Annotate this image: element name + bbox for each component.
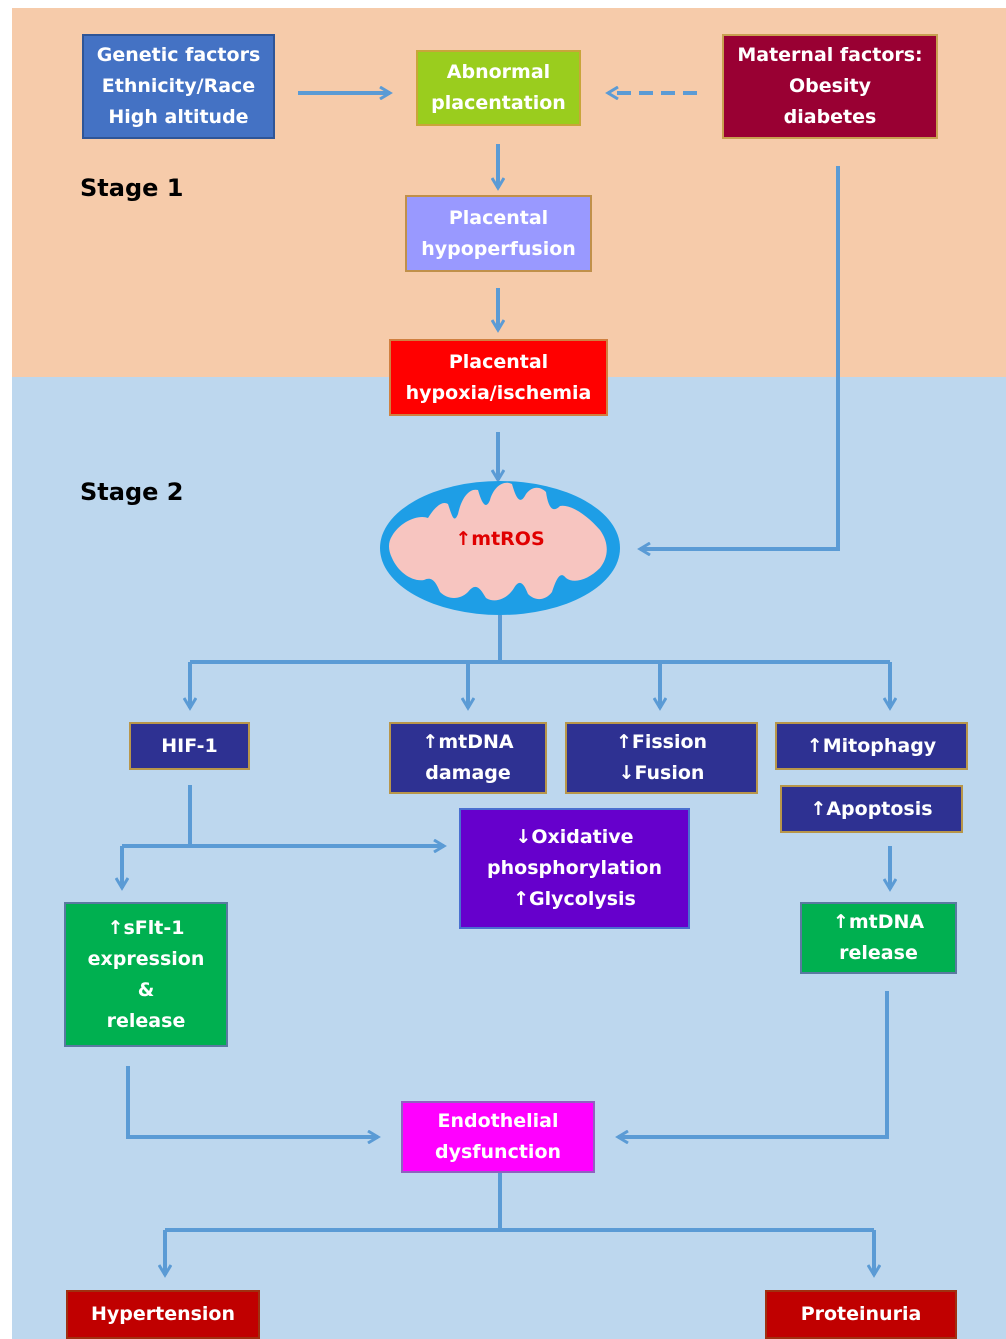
hypertension-box: Hypertension	[66, 1290, 260, 1339]
maternal-factors-box: Maternal factors: Obesity diabetes	[722, 34, 938, 139]
oxphos-glycolysis-box: ↓Oxidative phosphorylation ↑Glycolysis	[459, 808, 690, 929]
placental-hypoxia-box: Placental hypoxia/ischemia	[389, 339, 608, 416]
apoptosis-box: ↑Apoptosis	[780, 785, 963, 833]
arrow-mtdna-release-to-endothelial	[618, 991, 889, 1137]
arrow-sflt1-to-endothelial	[126, 1066, 378, 1137]
mtdna-release-box: ↑mtDNA release	[800, 902, 957, 974]
proteinuria-box: Proteinuria	[765, 1290, 957, 1339]
placental-hypoperfusion-box: Placental hypoperfusion	[405, 195, 592, 272]
sflt1-box: ↑sFlt-1 expression & release	[64, 902, 228, 1047]
mtros-label: ↑mtROS	[455, 528, 545, 550]
fission-fusion-box: ↑Fission ↓Fusion	[565, 722, 758, 794]
genetic-factors-box: Genetic factors Ethnicity/Race High alti…	[82, 34, 275, 139]
mtdna-damage-box: ↑mtDNA damage	[389, 722, 547, 794]
endothelial-dysfunction-box: Endothelial dysfunction	[401, 1101, 595, 1173]
stage2-label: Stage 2	[80, 478, 184, 506]
stage1-label: Stage 1	[80, 174, 184, 202]
abnormal-placentation-box: Abnormal placentation	[416, 50, 581, 126]
hif1-box: HIF-1	[129, 722, 250, 770]
mitochondrion-icon	[380, 481, 620, 615]
mitophagy-box: ↑Mitophagy	[775, 722, 968, 770]
arrow-maternal-to-mtros	[640, 166, 840, 549]
